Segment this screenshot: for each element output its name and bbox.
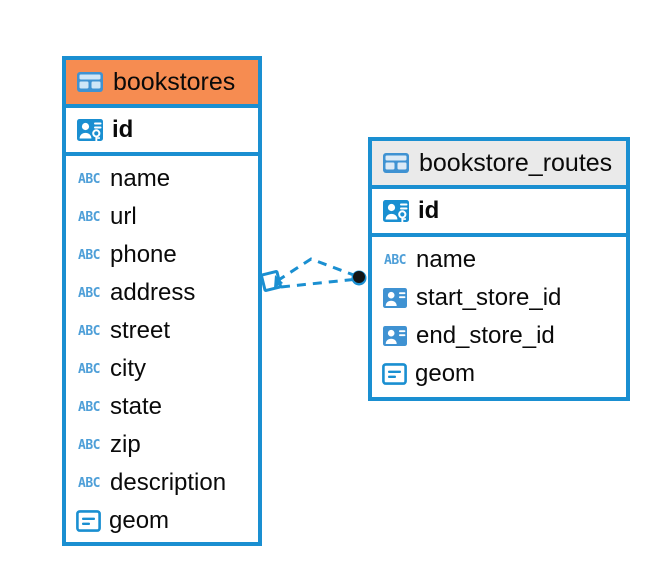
field-label: zip <box>110 431 141 458</box>
abc-text-icon: ABC <box>76 398 102 416</box>
field-label: geom <box>109 507 170 534</box>
abc-text-label: ABC <box>78 399 100 415</box>
field-label: id <box>418 197 440 224</box>
table-icon <box>382 151 410 175</box>
foreign-key-icon <box>382 323 408 349</box>
field-row-phone[interactable]: ABC phone <box>66 236 258 274</box>
geometry-icon <box>382 362 407 386</box>
geometry-icon <box>76 509 101 533</box>
entity-header-bookstore-routes[interactable]: bookstore_routes <box>372 141 626 189</box>
field-row-geom[interactable]: geom <box>66 502 258 540</box>
field-row-geom[interactable]: geom <box>372 355 626 393</box>
field-label: city <box>110 355 146 382</box>
field-row-name[interactable]: ABC name <box>66 160 258 198</box>
entity-bookstores[interactable]: bookstores id <box>62 56 262 546</box>
abc-text-icon: ABC <box>76 284 102 302</box>
entity-title: bookstore_routes <box>419 148 613 177</box>
field-label: state <box>110 393 163 420</box>
field-row-id[interactable]: id <box>66 108 258 152</box>
field-label: address <box>110 279 196 306</box>
field-label: url <box>110 203 137 230</box>
abc-text-label: ABC <box>78 475 100 491</box>
field-label: id <box>112 116 134 143</box>
field-list-bookstore-routes: ABC name start_store_id <box>372 237 626 399</box>
filled-circle-marker <box>351 270 367 286</box>
relationship-line-lower <box>280 277 359 289</box>
entity-header-bookstores[interactable]: bookstores <box>66 60 258 108</box>
primary-key-icon <box>382 197 410 225</box>
field-row-city[interactable]: ABC city <box>66 350 258 388</box>
abc-text-icon: ABC <box>76 474 102 492</box>
entity-title: bookstores <box>113 67 236 96</box>
abc-text-label: ABC <box>78 361 100 377</box>
foreign-key-icon <box>382 285 408 311</box>
abc-text-icon: ABC <box>76 436 102 454</box>
abc-text-icon: ABC <box>76 360 102 378</box>
field-label: name <box>110 165 171 192</box>
field-row-state[interactable]: ABC state <box>66 388 258 426</box>
abc-text-label: ABC <box>78 171 100 187</box>
field-label: street <box>110 317 171 344</box>
field-row-address[interactable]: ABC address <box>66 274 258 312</box>
field-row-name[interactable]: ABC name <box>372 241 626 279</box>
field-row-street[interactable]: ABC street <box>66 312 258 350</box>
field-label: phone <box>110 241 177 268</box>
primary-key-section-bookstore-routes: id <box>372 189 626 237</box>
primary-key-section-bookstores: id <box>66 108 258 156</box>
abc-text-label: ABC <box>384 252 406 268</box>
field-label: description <box>110 469 227 496</box>
field-row-zip[interactable]: ABC zip <box>66 426 258 464</box>
abc-text-icon: ABC <box>76 246 102 264</box>
field-row-id[interactable]: id <box>372 189 626 233</box>
abc-text-icon: ABC <box>382 251 408 269</box>
abc-text-label: ABC <box>78 247 100 263</box>
table-icon <box>76 70 104 94</box>
field-row-end-store-id[interactable]: end_store_id <box>372 317 626 355</box>
field-row-url[interactable]: ABC url <box>66 198 258 236</box>
abc-text-icon: ABC <box>76 170 102 188</box>
abc-text-icon: ABC <box>76 208 102 226</box>
abc-text-label: ABC <box>78 285 100 301</box>
field-row-description[interactable]: ABC description <box>66 464 258 502</box>
diamond-marker <box>260 270 283 292</box>
abc-text-icon: ABC <box>76 322 102 340</box>
abc-text-label: ABC <box>78 209 100 225</box>
relationship-line-upper <box>276 257 360 283</box>
entity-bookstore-routes[interactable]: bookstore_routes id <box>368 137 630 401</box>
field-label: end_store_id <box>416 322 555 349</box>
abc-text-label: ABC <box>78 323 100 339</box>
abc-text-label: ABC <box>78 437 100 453</box>
relationship-connector[interactable] <box>255 243 375 303</box>
field-label: start_store_id <box>416 284 562 311</box>
field-label: name <box>416 246 477 273</box>
primary-key-icon <box>76 116 104 144</box>
field-label: geom <box>415 360 476 387</box>
field-list-bookstores: ABC name ABC url ABC phone ABC <box>66 156 258 546</box>
field-row-start-store-id[interactable]: start_store_id <box>372 279 626 317</box>
